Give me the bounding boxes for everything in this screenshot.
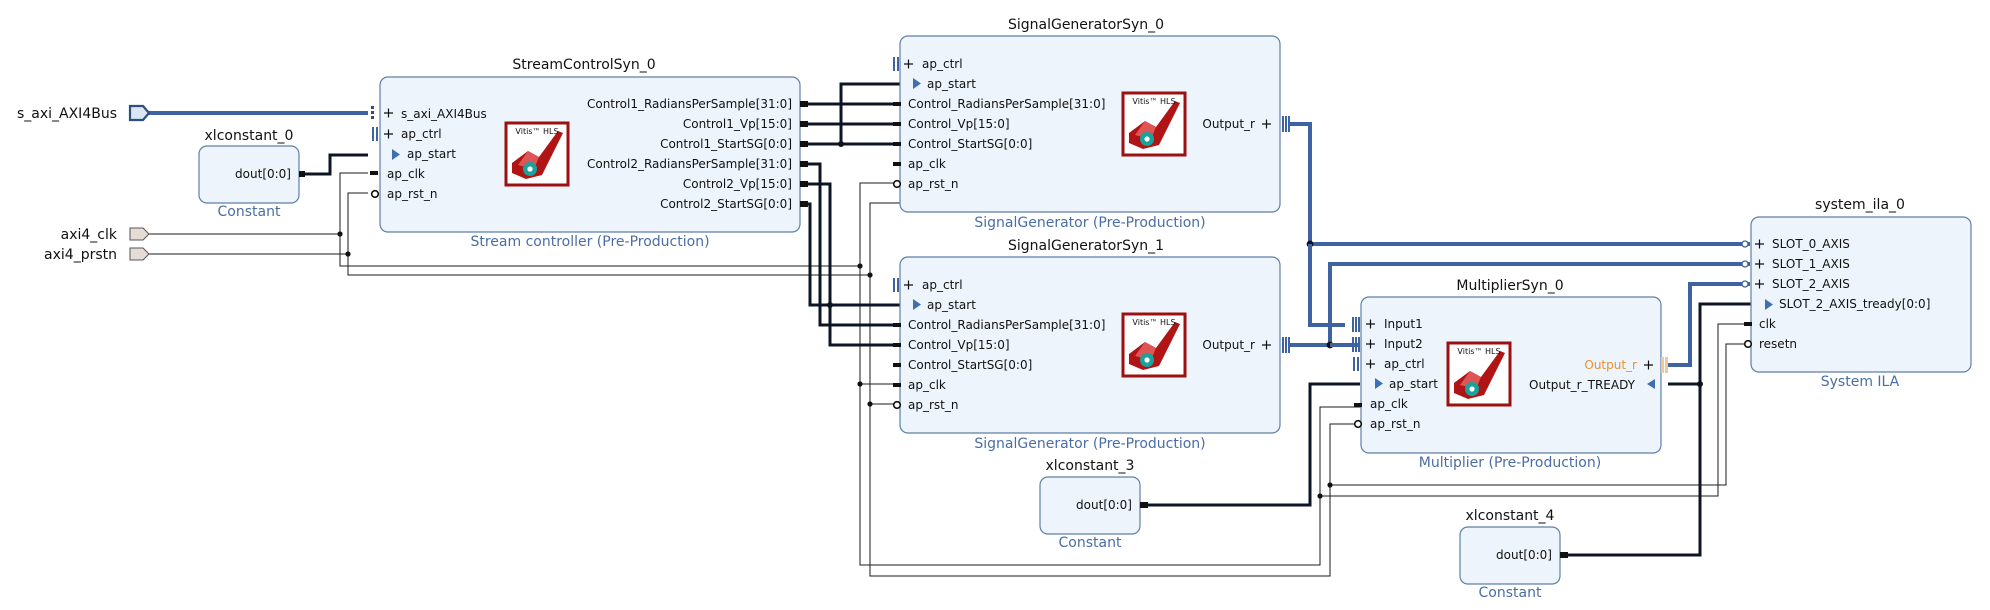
port-control2-vp: Control2_Vp[15:0]: [683, 177, 792, 191]
port-control2-radians: Control2_RadiansPerSample[31:0]: [587, 157, 792, 171]
svg-text:Vitis™ HLS: Vitis™ HLS: [515, 127, 558, 136]
svg-text:Vitis™ HLS: Vitis™ HLS: [1132, 97, 1175, 106]
port-output-r: Output_r: [1584, 358, 1637, 372]
external-port-s-axi[interactable]: s_axi_AXI4Bus: [17, 104, 151, 122]
block-title: SignalGeneratorSyn_0: [1008, 17, 1164, 33]
port-ap-clk: ap_clk: [908, 378, 946, 392]
clk-label: axi4_clk: [61, 227, 118, 243]
port-ap-start: ap_start: [1389, 377, 1438, 391]
port-ap-rst-n: ap_rst_n: [1370, 417, 1420, 431]
port-slot-2-axis-tready: SLOT_2_AXIS_tready[0:0]: [1779, 297, 1930, 311]
port-ap-start: ap_start: [927, 77, 976, 91]
port-ap-ctrl: ap_ctrl: [922, 57, 963, 71]
rst-label: axi4_prstn: [44, 247, 117, 263]
port-input2: Input2: [1384, 337, 1423, 351]
port-ap-clk: ap_clk: [387, 167, 425, 181]
svg-text:Vitis™ HLS: Vitis™ HLS: [1457, 347, 1500, 356]
block-subtitle: Constant: [1479, 585, 1542, 601]
port-ap-ctrl: ap_ctrl: [401, 127, 442, 141]
port-control-vp: Control_Vp[15:0]: [908, 117, 1010, 131]
port-ap-start: ap_start: [927, 298, 976, 312]
block-title: xlconstant_4: [1466, 508, 1555, 524]
vitis-hls-logo: Vitis™ HLS: [504, 121, 570, 187]
input-port-icon: [129, 227, 150, 241]
port-dout: dout[0:0]: [235, 167, 291, 181]
block-xlconstant-0[interactable]: xlconstant_0 dout[0:0] Constant: [198, 128, 305, 220]
port-ap-start: ap_start: [407, 147, 456, 161]
wires: [148, 82, 1752, 577]
vitis-hls-logo: Vitis™ HLS: [1121, 312, 1187, 378]
port-ap-clk: ap_clk: [908, 157, 946, 171]
port-ap-rst-n: ap_rst_n: [908, 177, 958, 191]
port-output-r: Output_r: [1202, 117, 1255, 131]
vitis-hls-logo: Vitis™ HLS: [1446, 341, 1512, 407]
port-slot-1-axis: SLOT_1_AXIS: [1772, 257, 1850, 271]
port-control1-startsg: Control1_StartSG[0:0]: [660, 137, 792, 151]
input-port-icon: [129, 247, 150, 261]
port-slot-0-axis: SLOT_0_AXIS: [1772, 237, 1850, 251]
port-s-axi-axi4bus: s_axi_AXI4Bus: [401, 107, 487, 121]
port-dout: dout[0:0]: [1496, 548, 1552, 562]
block-subtitle: Constant: [218, 204, 281, 220]
port-resetn: resetn: [1759, 337, 1797, 351]
block-title: SignalGeneratorSyn_1: [1008, 238, 1164, 254]
port-control-radians: Control_RadiansPerSample[31:0]: [908, 97, 1105, 111]
block-signal-generator-1[interactable]: SignalGeneratorSyn_1 SignalGenerator (Pr…: [892, 238, 1290, 452]
vitis-hls-logo: Vitis™ HLS: [1121, 91, 1187, 157]
port-ap-clk: ap_clk: [1370, 397, 1408, 411]
block-title: xlconstant_0: [205, 128, 294, 144]
external-port-clk[interactable]: axi4_clk: [61, 227, 150, 243]
port-control-startsg: Control_StartSG[0:0]: [908, 358, 1032, 372]
port-control-vp: Control_Vp[15:0]: [908, 338, 1010, 352]
port-control-radians: Control_RadiansPerSample[31:0]: [908, 318, 1105, 332]
port-clk: clk: [1759, 317, 1776, 331]
port-control1-vp: Control1_Vp[15:0]: [683, 117, 792, 131]
block-title: xlconstant_3: [1046, 458, 1135, 474]
block-xlconstant-3[interactable]: xlconstant_3 dout[0:0] Constant: [1039, 458, 1148, 551]
port-input1: Input1: [1384, 317, 1423, 331]
port-control-startsg: Control_StartSG[0:0]: [908, 137, 1032, 151]
block-xlconstant-4[interactable]: xlconstant_4 dout[0:0] Constant: [1459, 508, 1568, 601]
block-subtitle: Constant: [1059, 535, 1122, 551]
port-output-r: Output_r: [1202, 338, 1255, 352]
port-slot-2-axis: SLOT_2_AXIS: [1772, 277, 1850, 291]
port-control2-startsg: Control2_StartSG[0:0]: [660, 197, 792, 211]
port-dout: dout[0:0]: [1076, 498, 1132, 512]
block-subtitle: Stream controller (Pre-Production): [470, 234, 709, 250]
block-subtitle: System ILA: [1821, 374, 1900, 390]
port-ap-ctrl: ap_ctrl: [922, 278, 963, 292]
s-axi-label: s_axi_AXI4Bus: [17, 106, 117, 122]
block-subtitle: Multiplier (Pre-Production): [1419, 455, 1601, 471]
block-multiplier[interactable]: MultiplierSyn_0 Multiplier (Pre-Producti…: [1352, 278, 1668, 471]
block-stream-control[interactable]: StreamControlSyn_0 Stream controller (Pr…: [370, 57, 808, 250]
block-title: StreamControlSyn_0: [512, 57, 655, 73]
block-title: system_ila_0: [1815, 197, 1905, 213]
port-control1-radians: Control1_RadiansPerSample[31:0]: [587, 97, 792, 111]
port-ap-rst-n: ap_rst_n: [387, 187, 437, 201]
svg-text:Vitis™ HLS: Vitis™ HLS: [1132, 318, 1175, 327]
port-output-r-tready: Output_r_TREADY: [1529, 378, 1636, 392]
port-ap-rst-n: ap_rst_n: [908, 398, 958, 412]
bus-port-icon: [128, 104, 151, 122]
block-signal-generator-0[interactable]: SignalGeneratorSyn_0 SignalGenerator (Pr…: [892, 17, 1290, 231]
block-title: MultiplierSyn_0: [1456, 278, 1563, 294]
port-ap-ctrl: ap_ctrl: [1384, 357, 1425, 371]
external-port-rst[interactable]: axi4_prstn: [44, 247, 150, 263]
block-subtitle: SignalGenerator (Pre-Production): [974, 436, 1205, 452]
block-subtitle: SignalGenerator (Pre-Production): [974, 215, 1205, 231]
block-system-ila[interactable]: system_ila_0 System ILA SLOT_0_AXIS SLOT…: [1741, 197, 1972, 390]
